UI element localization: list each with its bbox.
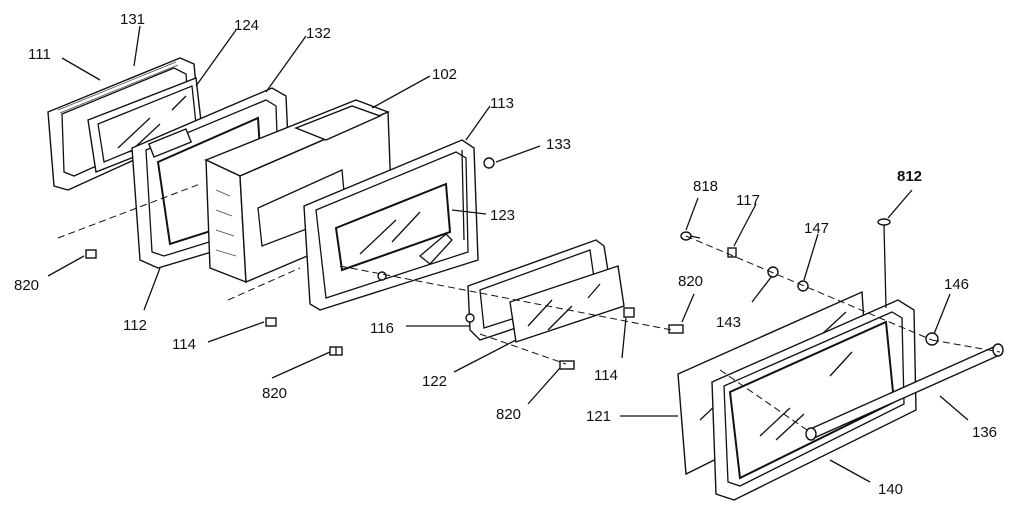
part-136-handle (805, 343, 1004, 441)
label-818: 818 (693, 178, 718, 195)
label-122: 122 (422, 373, 447, 390)
label-111: 111 (28, 46, 51, 63)
label-112: 112 (123, 317, 147, 334)
label-123: 123 (490, 207, 515, 224)
clip-820a (85, 249, 97, 259)
clip-117 (727, 247, 737, 258)
washer-146 (925, 332, 939, 346)
label-116: 116 (370, 320, 394, 337)
label-820-d: 820 (678, 273, 703, 290)
screw-820d (559, 360, 575, 370)
label-113: 113 (490, 95, 514, 112)
screw-818 (680, 231, 701, 241)
clip-114b (623, 307, 635, 318)
label-124: 124 (234, 17, 259, 34)
label-114-b: 114 (594, 367, 618, 384)
screw-820c (668, 324, 684, 334)
label-820-b: 820 (262, 385, 287, 402)
part-113-inner-door (303, 139, 479, 311)
labels: 111 131 124 132 102 113 133 123 820 112 … (14, 11, 997, 498)
label-143: 143 (716, 314, 741, 331)
label-117: 117 (736, 192, 760, 209)
screw-812 (877, 218, 891, 309)
label-147: 147 (804, 220, 829, 237)
label-102: 102 (432, 66, 457, 83)
stud-b (465, 313, 475, 323)
hardware (85, 157, 939, 370)
assembly-lines (57, 183, 1001, 433)
label-820-c: 820 (496, 406, 521, 423)
part-102-insulation-box (204, 99, 393, 284)
screw-820b (329, 346, 343, 356)
label-140: 140 (878, 481, 903, 498)
label-133: 133 (546, 136, 571, 153)
label-136: 136 (972, 424, 997, 441)
label-812: 812 (897, 168, 922, 185)
label-114-a: 114 (172, 336, 196, 353)
label-132: 132 (306, 25, 331, 42)
clip-114a (265, 317, 277, 327)
washer-143 (767, 266, 779, 278)
leader-lines (47, 25, 969, 483)
label-820-a: 820 (14, 277, 39, 294)
label-121: 121 (586, 408, 611, 425)
label-146: 146 (944, 276, 969, 293)
label-131: 131 (120, 11, 145, 28)
screw-133 (483, 157, 495, 169)
